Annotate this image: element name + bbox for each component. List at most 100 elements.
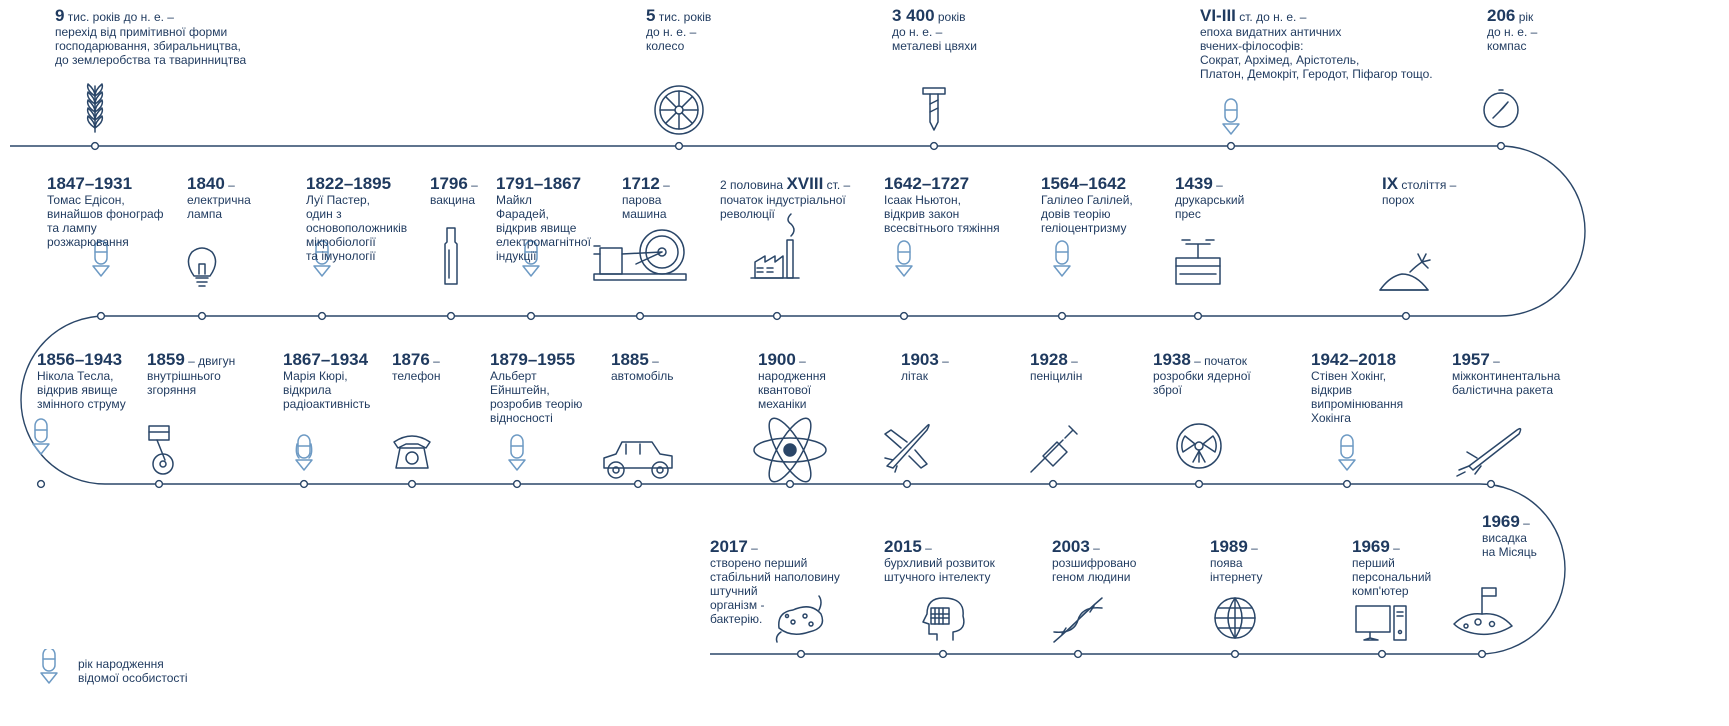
event-heading: 9 тис. років до н. е. – bbox=[55, 6, 246, 25]
timeline-dot bbox=[1496, 141, 1506, 151]
event-description: висадка на Місяць bbox=[1482, 531, 1537, 559]
event-description: Майкл Фарадей, відкрив явище електромагн… bbox=[496, 193, 591, 263]
event-year: 1796 bbox=[430, 174, 468, 193]
steam-engine-icon bbox=[593, 229, 687, 281]
event-description: Нікола Тесла, відкрив явище змінного стр… bbox=[37, 369, 126, 411]
timeline-dot bbox=[197, 311, 207, 321]
radiation-icon bbox=[1176, 423, 1222, 469]
event-label: 1796 –вакцина bbox=[430, 174, 478, 207]
event-suffix: ст. до н. е. – bbox=[1235, 10, 1307, 24]
event-heading: 1885 – bbox=[611, 350, 674, 369]
event-heading: 1822–1895 bbox=[306, 174, 407, 193]
event-description: автомобіль bbox=[611, 369, 674, 383]
event-description: пеніцилін bbox=[1030, 369, 1083, 383]
ai-head-icon bbox=[922, 597, 965, 641]
event-suffix: – bbox=[1519, 516, 1530, 530]
event-label: IX століття –порох bbox=[1382, 174, 1456, 207]
syringe-icon bbox=[1030, 425, 1078, 473]
event-suffix: ст. – bbox=[823, 178, 851, 192]
event-suffix: – bbox=[1067, 354, 1078, 368]
event-description: Галілео Галілей, довів теорію геліоцентр… bbox=[1041, 193, 1133, 235]
timeline-dot bbox=[902, 479, 912, 489]
event-description: бурхливий розвиток штучного інтелекту bbox=[884, 556, 995, 584]
timeline-dot bbox=[633, 479, 643, 489]
event-heading: 1969 – bbox=[1482, 512, 1537, 531]
event-year: 1876 bbox=[392, 350, 430, 369]
timeline-dot bbox=[772, 311, 782, 321]
event-description: вакцина bbox=[430, 193, 476, 207]
event-suffix: – bbox=[795, 354, 806, 368]
event-heading: 1879–1955 bbox=[490, 350, 582, 369]
event-description: розробки ядерної зброї bbox=[1153, 369, 1251, 397]
timeline-dot bbox=[796, 649, 806, 659]
event-year: 1938 bbox=[1153, 350, 1191, 369]
event-year: 2017 bbox=[710, 537, 748, 556]
timeline-dot bbox=[1477, 649, 1487, 659]
event-description: поява інтернету bbox=[1210, 556, 1263, 584]
event-year: 1791–1867 bbox=[496, 174, 582, 193]
event-label: 2015 –бурхливий розвиток штучного інтеле… bbox=[884, 537, 995, 584]
event-suffix: – bbox=[648, 354, 659, 368]
timeline-dot bbox=[785, 479, 795, 489]
timeline-dot bbox=[96, 311, 106, 321]
event-heading: 2015 – bbox=[884, 537, 995, 556]
event-heading: 1900 – bbox=[758, 350, 826, 369]
event-year: 3 400 bbox=[892, 6, 935, 25]
event-heading: 1957 – bbox=[1452, 350, 1560, 369]
event-description: літак bbox=[901, 369, 928, 383]
wheat-icon bbox=[86, 83, 104, 133]
event-year: 1712 bbox=[622, 174, 660, 193]
event-label: 9 тис. років до н. е. –перехід від примі… bbox=[55, 6, 246, 67]
event-suffix: – bbox=[747, 541, 758, 555]
event-suffix: рік bbox=[1515, 10, 1534, 24]
event-label: 1903 –літак bbox=[901, 350, 949, 383]
event-year: 2015 bbox=[884, 537, 922, 556]
factory-icon bbox=[750, 213, 800, 279]
bacteria-icon bbox=[775, 595, 824, 643]
event-heading: IX століття – bbox=[1382, 174, 1456, 193]
event-description: Томас Едісон, винайшов фонограф та лампу… bbox=[47, 193, 164, 249]
event-year: XVIII bbox=[786, 174, 824, 193]
event-year: 1856–1943 bbox=[37, 350, 123, 369]
event-prefix: 2 половина bbox=[720, 178, 787, 192]
telephone-icon bbox=[393, 435, 431, 469]
timeline-dots bbox=[36, 141, 1506, 659]
event-description: народження квантової механіки bbox=[758, 369, 826, 411]
event-heading: 5 тис. років bbox=[646, 6, 711, 25]
dna-icon bbox=[1053, 597, 1103, 643]
event-year: 1822–1895 bbox=[306, 174, 392, 193]
event-suffix: століття – bbox=[1398, 178, 1457, 192]
event-heading: 1859 – двигун bbox=[147, 350, 235, 369]
event-description: епоха видатних античних вчених-філософів… bbox=[1200, 25, 1433, 81]
event-heading: 2017 – bbox=[710, 537, 840, 556]
event-year: 1903 bbox=[901, 350, 939, 369]
printing-press-icon bbox=[1175, 239, 1221, 285]
person-icon bbox=[92, 240, 110, 277]
timeline-dot bbox=[36, 479, 46, 489]
event-label: 1969 –висадка на Місяць bbox=[1482, 512, 1537, 559]
event-heading: 3 400 років bbox=[892, 6, 977, 25]
timeline-dot bbox=[512, 479, 522, 489]
compass-icon bbox=[1483, 89, 1519, 128]
event-heading: 1928 – bbox=[1030, 350, 1082, 369]
event-heading: 1439 – bbox=[1175, 174, 1244, 193]
timeline-dot bbox=[299, 479, 309, 489]
event-heading: 1847–1931 bbox=[47, 174, 164, 193]
timeline-track bbox=[10, 145, 1586, 655]
event-description: розшифровано геном людини bbox=[1052, 556, 1137, 584]
event-year: 1642–1727 bbox=[884, 174, 970, 193]
event-year: 1840 bbox=[187, 174, 225, 193]
gunpowder-icon bbox=[1379, 253, 1431, 291]
event-label: 1900 –народження квантової механіки bbox=[758, 350, 826, 411]
timeline-dot bbox=[446, 311, 456, 321]
event-description: до н. е. – компас bbox=[1487, 25, 1538, 53]
event-heading: 1564–1642 bbox=[1041, 174, 1133, 193]
event-heading: 1791–1867 bbox=[496, 174, 591, 193]
